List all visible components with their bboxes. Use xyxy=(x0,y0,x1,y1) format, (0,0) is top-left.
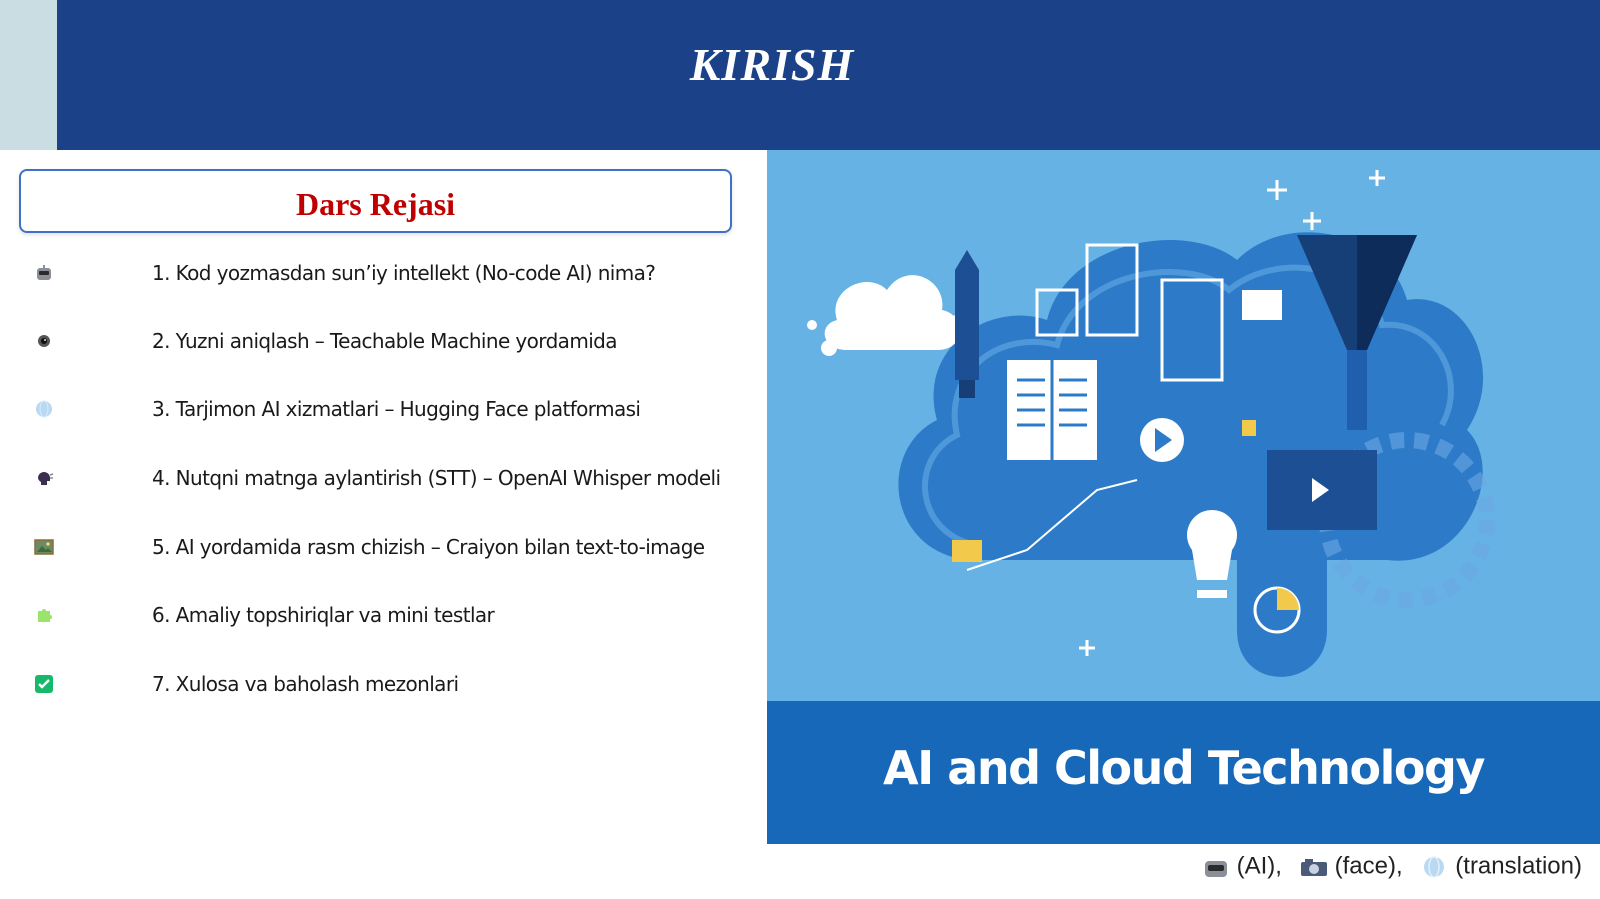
robot-icon xyxy=(37,265,51,280)
agenda-item: 6. Amaliy topshiriqlar va mini testlar xyxy=(0,595,750,635)
agenda-item: 3. Tarjimon AI xizmatlari – Hugging Face… xyxy=(0,389,750,429)
agenda-item-label: 5. AI yordamida rasm chizish – Craiyon b… xyxy=(152,535,705,559)
legend-face-label: (face), xyxy=(1334,852,1403,880)
camera-icon xyxy=(38,335,50,347)
agenda-item-label: 7. Xulosa va baholash mezonlari xyxy=(152,672,459,696)
banner-title: AI and Cloud Technology xyxy=(883,741,1485,795)
agenda-item: 4. Nutqni matnga aylantirish (STT) – Ope… xyxy=(0,458,750,498)
globe-icon xyxy=(36,400,52,418)
agenda-item-label: 1. Kod yozmasdan sun’iy intellekt (No-co… xyxy=(152,261,656,285)
globe-icon xyxy=(1424,855,1445,878)
agenda-item-label: 2. Yuzni aniqlash – Teachable Machine yo… xyxy=(152,329,618,353)
agenda-item: 7. Xulosa va baholash mezonlari xyxy=(0,664,750,704)
lesson-plan-box: Dars Rejasi xyxy=(19,169,732,233)
slide-title: KIRISH xyxy=(689,39,855,90)
legend-ai-label: (AI), xyxy=(1236,852,1282,880)
robot-icon xyxy=(1204,860,1227,877)
check-mark-icon xyxy=(35,675,53,693)
camera-icon xyxy=(1300,858,1327,876)
cloud-tech-artwork xyxy=(807,170,1495,677)
agenda-item: 5. AI yordamida rasm chizish – Craiyon b… xyxy=(0,527,750,567)
ai-cloud-illustration: AI and Cloud Technology xyxy=(767,150,1600,844)
slide-header: KIRISH xyxy=(57,0,1600,150)
illustration-banner: AI and Cloud Technology xyxy=(767,701,1600,844)
icon-legend-footnote: (AI), (face), (translation) xyxy=(1191,852,1582,888)
agenda-item-label: 6. Amaliy topshiriqlar va mini testlar xyxy=(152,603,495,627)
legend-translation-label: (translation) xyxy=(1455,852,1582,880)
agenda-item: 2. Yuzni aniqlash – Teachable Machine yo… xyxy=(0,321,750,361)
puzzle-icon xyxy=(38,609,52,622)
speaking-head-icon xyxy=(38,472,54,485)
agenda-item-label: 3. Tarjimon AI xizmatlari – Hugging Face… xyxy=(152,397,641,421)
agenda-item-label: 4. Nutqni matnga aylantirish (STT) – Ope… xyxy=(152,466,721,490)
agenda-item: 1. Kod yozmasdan sun’iy intellekt (No-co… xyxy=(0,253,750,293)
left-accent-strip xyxy=(0,0,57,150)
lesson-plan-title: Dars Rejasi xyxy=(295,186,456,222)
framed-picture-icon xyxy=(34,539,54,555)
